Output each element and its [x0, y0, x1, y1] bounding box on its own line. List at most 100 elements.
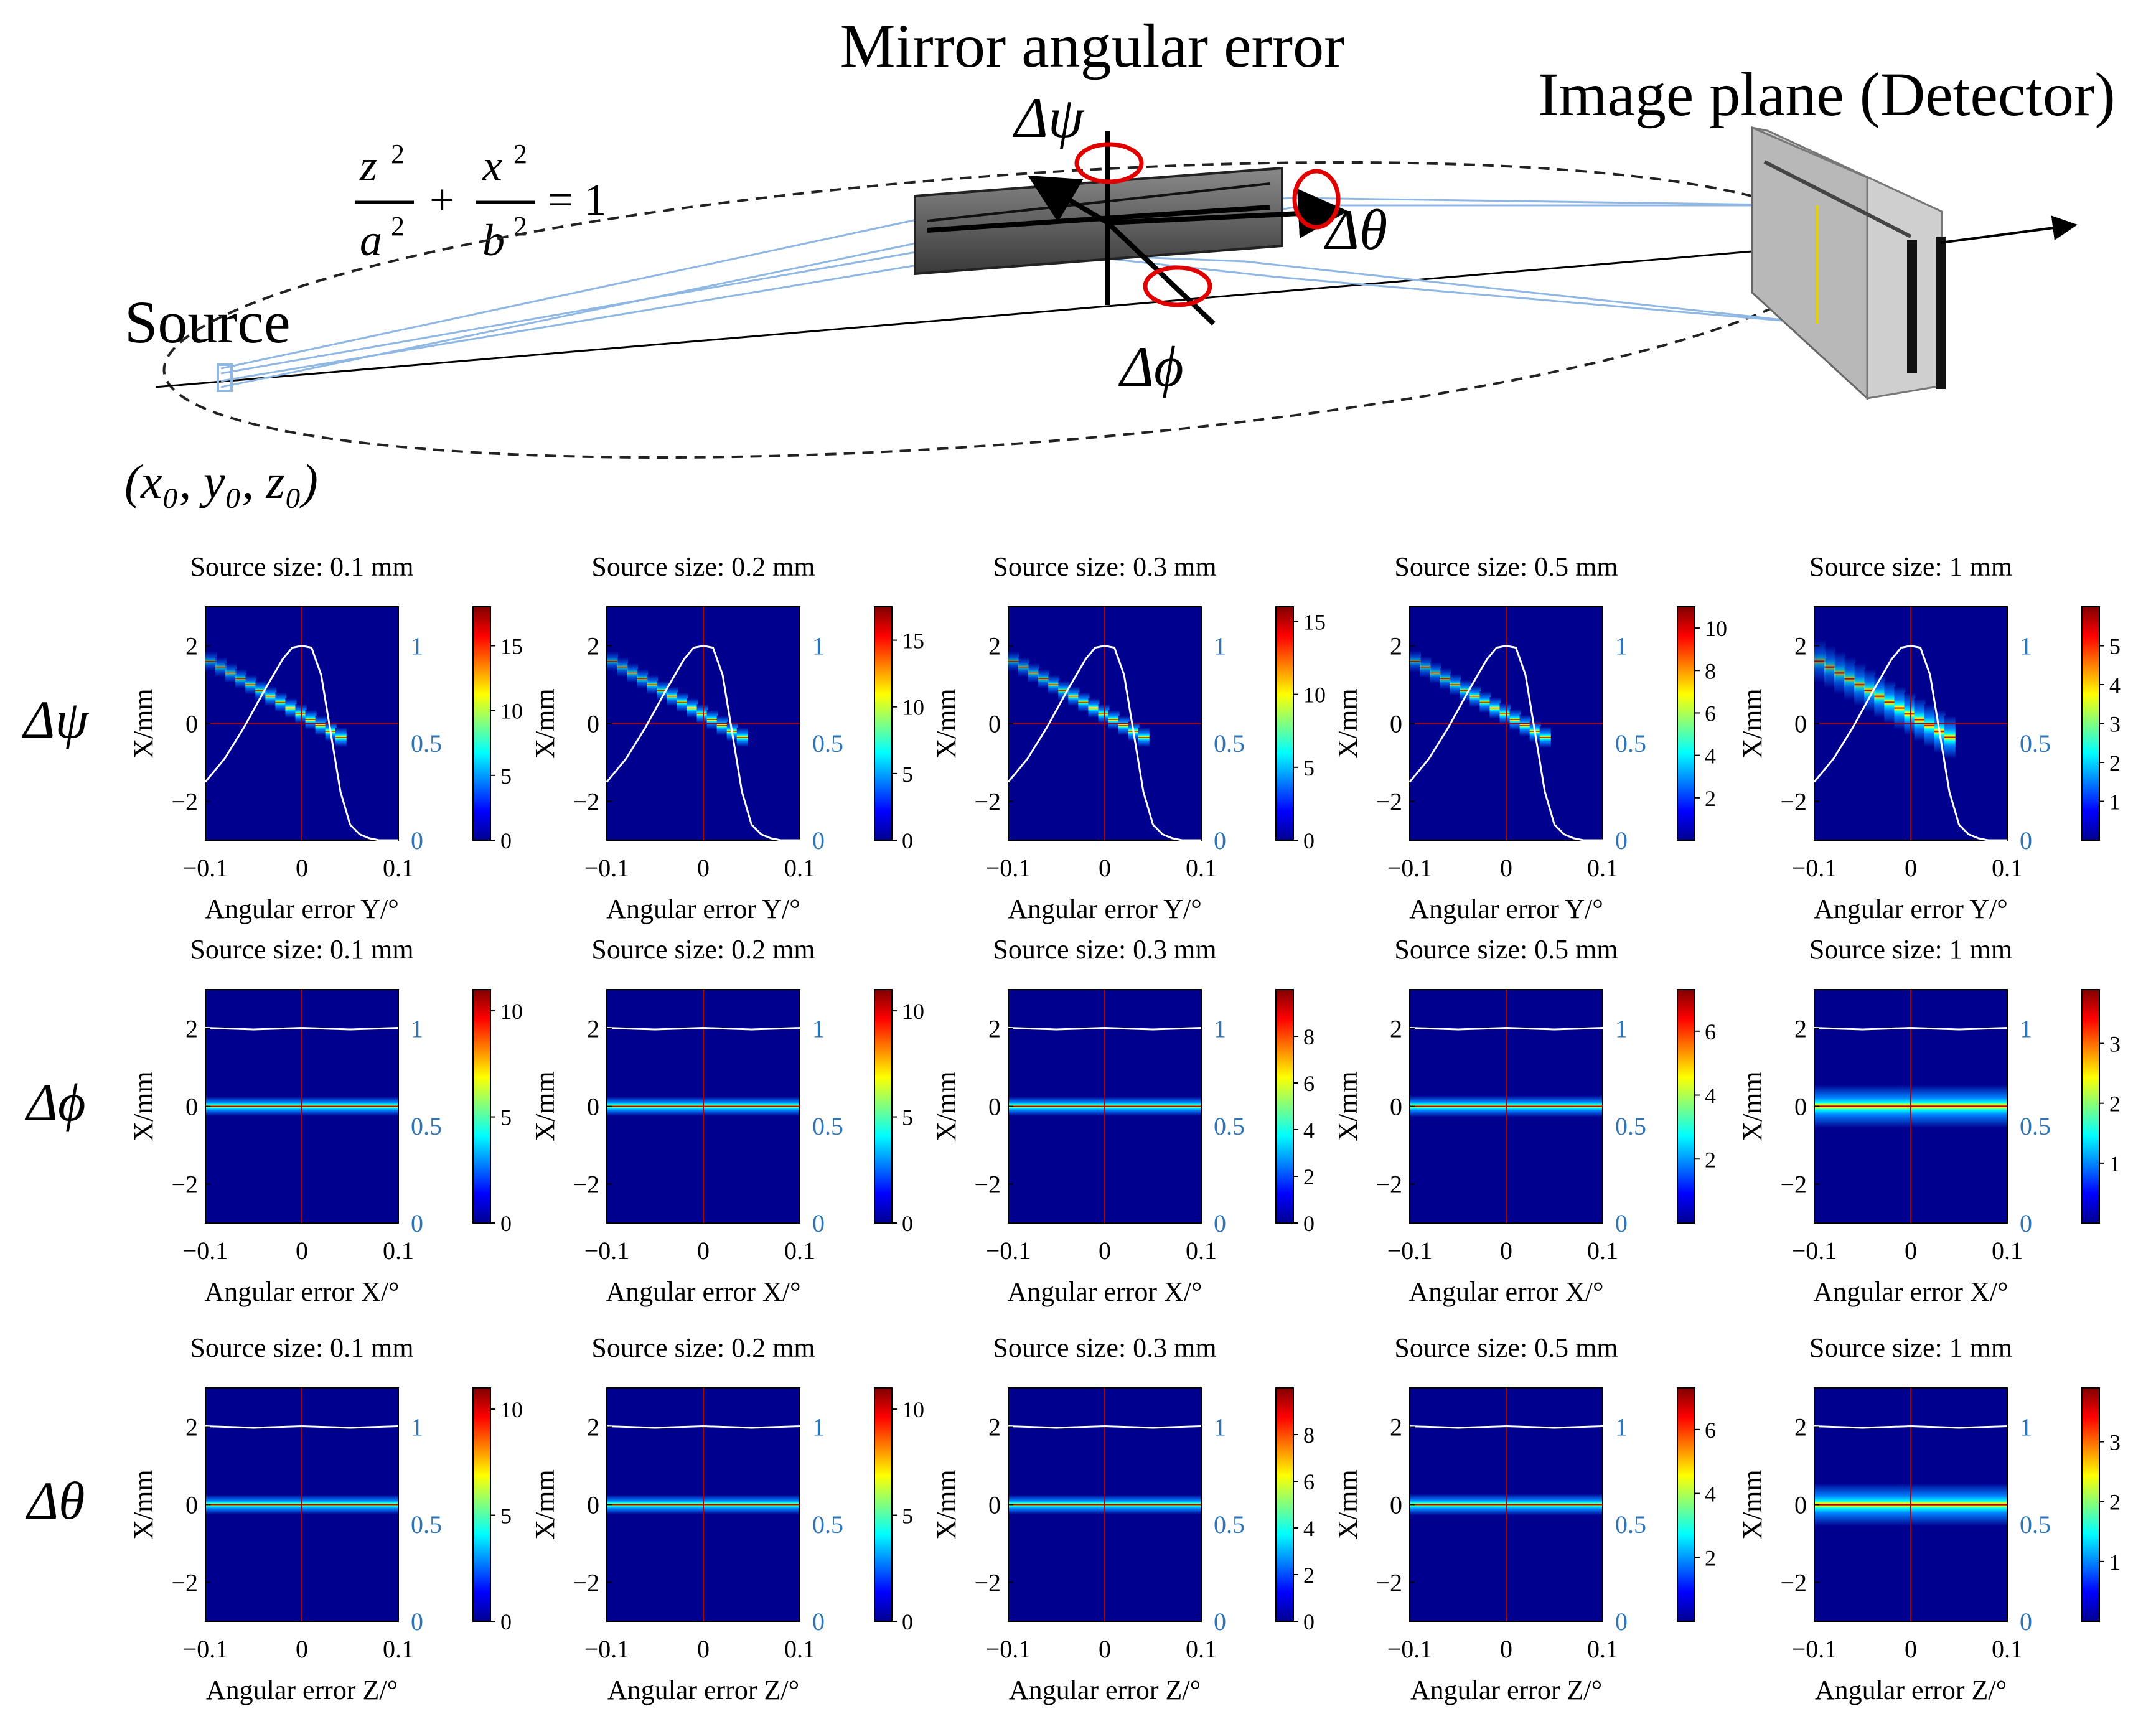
right-tick-label: 1	[1615, 632, 1628, 660]
y-axis-label: X/mm	[128, 688, 159, 758]
y-axis-label: X/mm	[530, 1469, 560, 1539]
colorbar-tick-label: 2	[1705, 1545, 1716, 1570]
x-axis-label: Angular error Y/°	[1814, 894, 2008, 924]
heatmap-cell	[265, 686, 277, 706]
right-tick-label: 0.5	[411, 729, 442, 757]
colorbar-tick-label: 5	[1303, 756, 1315, 780]
panel-title: Source size: 1 mm	[1809, 551, 2012, 582]
colorbar-tick-label: 6	[1705, 1418, 1716, 1443]
right-tick-label: 0.5	[1214, 729, 1245, 757]
right-tick-label: 1	[411, 1413, 423, 1441]
x-tick-label: 0.1	[1992, 1237, 2023, 1265]
right-tick-label: 0	[2020, 827, 2032, 855]
intensity-profile	[606, 644, 800, 841]
equation-exp-3: 2	[513, 139, 527, 169]
colorbar-tick-label: 0	[1303, 1609, 1315, 1634]
colorbar-tick-label: 3	[2109, 1430, 2121, 1455]
colorbar	[472, 1387, 491, 1622]
row-label: Δθ	[26, 1471, 85, 1530]
y-tick-label: −2	[1376, 788, 1402, 816]
equation-rhs: = 1	[548, 175, 607, 225]
colorbar-tick-label: 4	[1705, 1084, 1716, 1108]
colorbar	[1275, 606, 1294, 841]
y-tick-label: −2	[974, 788, 1001, 816]
y-tick-label: 0	[587, 1491, 599, 1519]
heatmap-cell	[716, 716, 728, 736]
x-tick-label: 0	[1099, 854, 1111, 882]
heatmap-cell	[285, 698, 297, 718]
colorbar-tick-label: 5	[500, 1105, 512, 1130]
x-tick-label: 0.1	[1587, 1237, 1618, 1265]
y-axis-label: X/mm	[128, 1469, 159, 1539]
right-tick-label: 1	[411, 632, 423, 660]
colorbar	[1275, 989, 1294, 1224]
y-axis-label: X/mm	[1333, 1071, 1363, 1141]
x-axis-label: Angular error Y/°	[1008, 894, 1202, 924]
y-tick-label: 2	[1390, 1413, 1402, 1441]
ellipse-equation: z 2 a 2 + x 2 b 2 = 1	[355, 139, 607, 265]
y-tick-label: 2	[988, 1015, 1001, 1043]
x-tick-label: 0	[1099, 1237, 1111, 1265]
heatmap-cell	[305, 710, 317, 729]
right-tick-label: 0.5	[2020, 1511, 2051, 1539]
delta-psi-label: Δψ	[1012, 86, 1085, 149]
panel-title: Source size: 0.3 mm	[993, 934, 1216, 965]
y-tick-label: −2	[573, 1569, 599, 1597]
heatmap-cell	[1008, 651, 1020, 672]
colorbar	[1677, 1387, 1695, 1622]
colorbar-tick-label: 2	[1705, 786, 1716, 811]
right-tick-label: 0	[812, 827, 825, 855]
x-tick-label: 0	[1905, 1635, 1917, 1663]
right-tick-label: 1	[812, 1413, 825, 1441]
x-axis-label: Angular error X/°	[1813, 1277, 2008, 1307]
heatmap-cell	[1914, 698, 1926, 741]
equation-z: z	[359, 141, 377, 190]
heatmap-cell	[1854, 663, 1866, 706]
x-axis-label: Angular error X/°	[1408, 1277, 1603, 1307]
heatmap-cell	[1824, 645, 1836, 689]
colorbar-tick-label: 8	[1303, 1024, 1315, 1049]
y-tick-label: 0	[1390, 1093, 1402, 1121]
y-tick-label: 0	[185, 1093, 198, 1121]
x-tick-label: 0	[1099, 1635, 1111, 1663]
heatmap-cell	[1038, 669, 1050, 689]
colorbar-tick-label: 10	[500, 699, 523, 724]
right-tick-label: 0	[1214, 1209, 1226, 1237]
intensity-profile	[606, 1026, 800, 1031]
panel-title: Source size: 0.5 mm	[1394, 1333, 1618, 1363]
x-axis-label: Angular error Y/°	[205, 894, 399, 924]
y-tick-label: 2	[988, 1413, 1001, 1441]
colorbar-tick-label: 10	[1705, 616, 1727, 641]
y-tick-label: 0	[185, 1491, 198, 1519]
x-tick-label: 0.1	[383, 854, 414, 882]
panel-title: Source size: 0.5 mm	[1394, 551, 1618, 582]
right-tick-label: 0	[1615, 1209, 1628, 1237]
equation-exp-2: 2	[391, 211, 405, 241]
heatmap-cell	[1430, 662, 1441, 684]
y-axis-label: X/mm	[530, 1071, 560, 1141]
right-tick-label: 1	[2020, 1413, 2032, 1441]
colorbar-tick-label: 10	[1303, 683, 1326, 708]
colorbar-tick-label: 2	[2109, 751, 2121, 775]
y-axis-label: X/mm	[931, 1469, 962, 1539]
y-tick-label: 2	[1794, 632, 1807, 660]
colorbar	[472, 606, 491, 841]
colorbar-tick-label: 4	[1303, 1516, 1315, 1541]
heatmap-cell	[1138, 727, 1150, 747]
y-tick-label: 2	[185, 632, 198, 660]
colorbar-tick-label: 2	[1705, 1147, 1716, 1172]
x-tick-label: 0	[1905, 1237, 1917, 1265]
heatmap-cell	[736, 727, 748, 747]
x-tick-label: 0	[697, 1635, 710, 1663]
